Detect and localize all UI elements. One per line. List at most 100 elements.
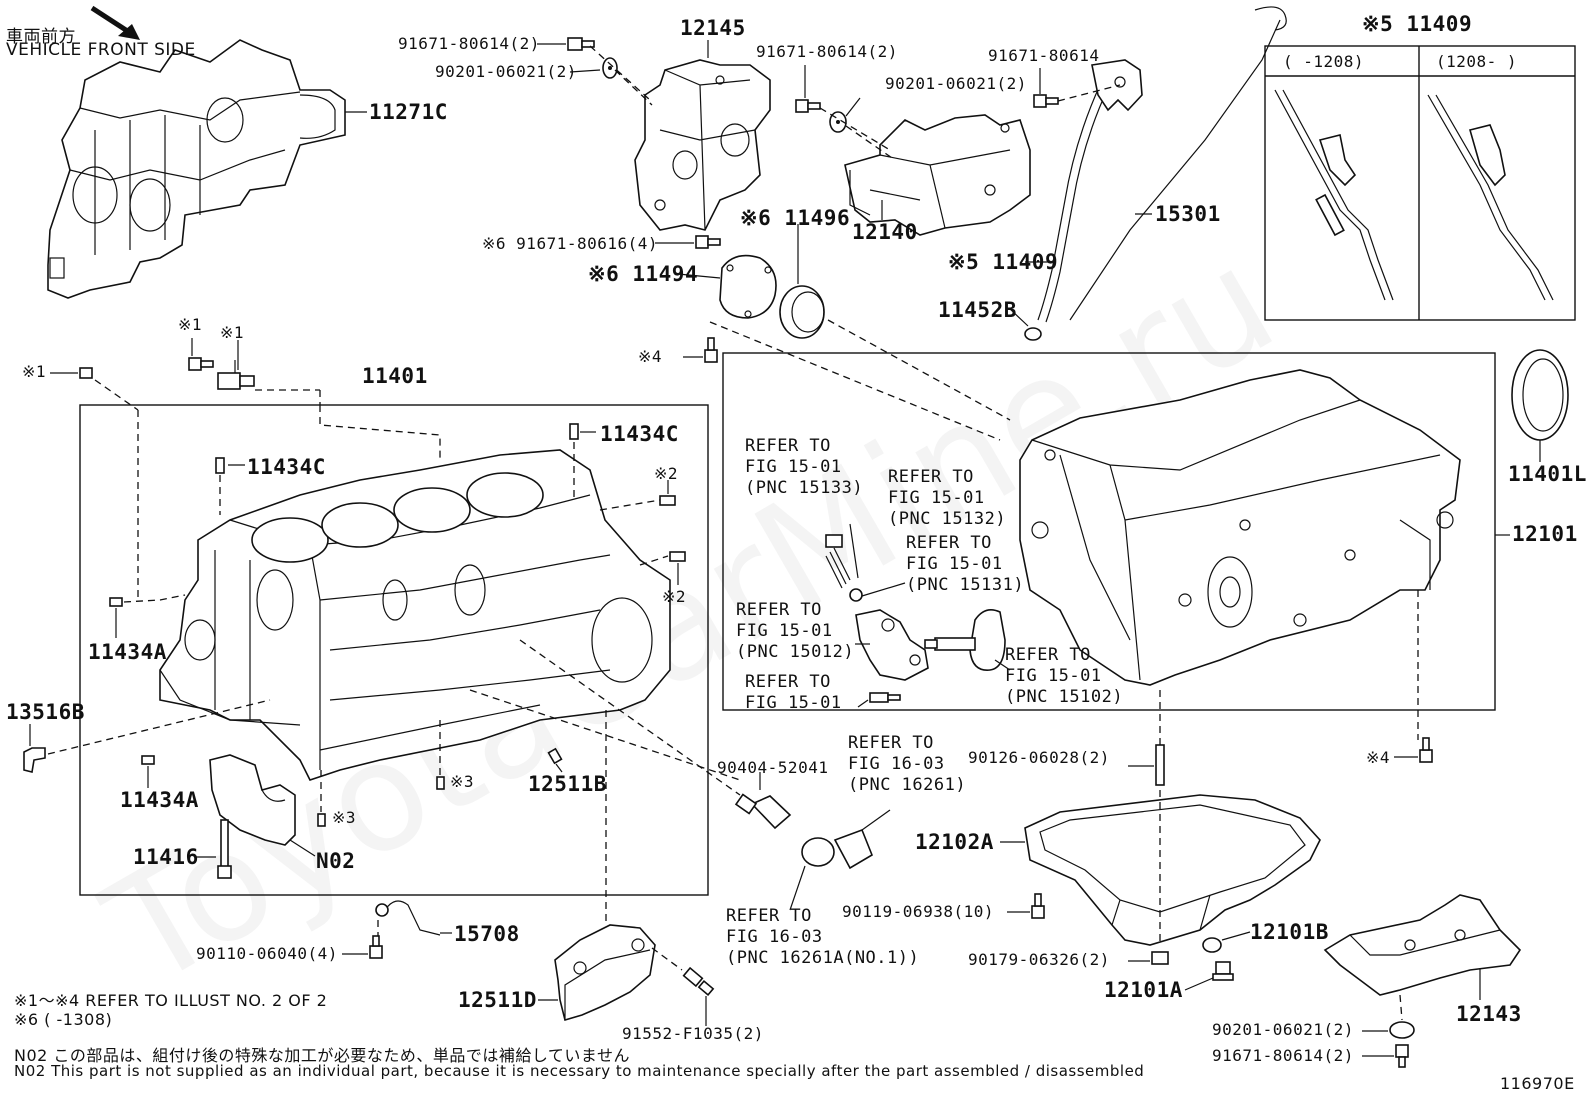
- footnote-note-6: ※6 ( -1308): [14, 1010, 113, 1029]
- relief-valve-parts: [825, 534, 929, 703]
- dowel-pin-icon: [547, 747, 563, 765]
- part-label-12101A[interactable]: 12101A: [1104, 978, 1183, 1002]
- bolt-icon: [795, 99, 821, 113]
- part-label-15301[interactable]: 15301: [1155, 202, 1221, 226]
- part-label-91671-80614-a[interactable]: 91671-80614(2): [398, 34, 540, 53]
- dowel-pin-icon: [317, 813, 326, 827]
- part-label-91671-80614-b[interactable]: 91671-80614(2): [756, 42, 898, 61]
- inset-col-1: ( -1208): [1283, 52, 1365, 71]
- note-mark-4-right: ※4: [1366, 748, 1391, 767]
- bolt-icon: [1419, 737, 1433, 763]
- cylinder-block-frame: [79, 404, 709, 896]
- part-label-91671-80616[interactable]: ※6 91671-80616(4): [482, 234, 659, 253]
- part-label-90126-06028[interactable]: 90126-06028(2): [968, 748, 1110, 767]
- part-label-90201-06021-b[interactable]: 90201-06021(2): [885, 74, 1027, 93]
- part-label-12143[interactable]: 12143: [1456, 1002, 1522, 1026]
- footnote-n02-en: N02 This part is not supplied as an indi…: [14, 1062, 1145, 1080]
- note-mark-2-a: ※2: [654, 464, 679, 483]
- part-label-12102A[interactable]: 12102A: [915, 830, 994, 854]
- part-label-11434C-right[interactable]: 11434C: [600, 422, 679, 446]
- pipe-15708: [375, 900, 441, 936]
- gasket-12101B: [1202, 937, 1222, 953]
- part-label-90201-06021-c[interactable]: 90201-06021(2): [1212, 1020, 1354, 1039]
- refer-label-pnc-15132[interactable]: REFER TO FIG 15-01 (PNC 15132): [888, 467, 1007, 529]
- part-label-11409[interactable]: ※5 11409: [948, 250, 1059, 274]
- refer-label-pnc-15012[interactable]: REFER TO FIG 15-01 (PNC 15012): [736, 600, 855, 662]
- part-label-12511D[interactable]: 12511D: [458, 988, 537, 1012]
- part-label-12145[interactable]: 12145: [680, 16, 746, 40]
- bolt-icon: [704, 337, 718, 363]
- plate-11494: [719, 254, 777, 319]
- part-label-91552-F1035[interactable]: 91552-F1035(2): [622, 1024, 764, 1043]
- part-label-11434A-upper[interactable]: 11434A: [88, 640, 167, 664]
- part-label-12140[interactable]: 12140: [852, 220, 918, 244]
- part-label-12101[interactable]: 12101: [1512, 522, 1578, 546]
- part-label-11401L[interactable]: 11401L: [1508, 462, 1587, 486]
- dipstick-gauge-15301: [1069, 6, 1287, 321]
- refer-label-fig-15-01[interactable]: REFER TO FIG 15-01: [745, 672, 842, 713]
- note-mark-3-b: ※3: [332, 808, 357, 827]
- part-label-11452B[interactable]: 11452B: [938, 298, 1017, 322]
- part-label-11496[interactable]: ※6 11496: [740, 206, 851, 230]
- engine-outline-11271C: [47, 39, 346, 299]
- refer-label-pnc-15133[interactable]: REFER TO FIG 15-01 (PNC 15133): [745, 436, 864, 498]
- dowel-pin-icon: [215, 457, 225, 474]
- part-label-11434A-lower[interactable]: 11434A: [120, 788, 199, 812]
- part-label-90110-06040[interactable]: 90110-06040(4): [196, 944, 338, 963]
- part-label-90201-06021-a[interactable]: 90201-06021(2): [435, 62, 577, 81]
- bolt-icon: [567, 37, 595, 51]
- part-label-90179-06326[interactable]: 90179-06326(2): [968, 950, 1110, 969]
- knock-sensor-icon: [217, 360, 255, 390]
- oil-pan-assy-frame: [722, 352, 1496, 711]
- front-arrow-icon: [90, 5, 140, 40]
- part-label-13516B[interactable]: 13516B: [6, 700, 85, 724]
- drain-plug-icon: [1151, 951, 1169, 965]
- cover-12145: [634, 59, 771, 231]
- front-label-jp: 車両前方: [6, 27, 76, 47]
- inset-title[interactable]: ※5 11409: [1362, 12, 1473, 36]
- oil-seal-11496: [779, 285, 825, 339]
- dowel-pin-icon: [659, 495, 676, 506]
- part-label-11401[interactable]: 11401: [362, 364, 428, 388]
- part-label-12101B[interactable]: 12101B: [1250, 920, 1329, 944]
- part-label-11494[interactable]: ※6 11494: [588, 262, 699, 286]
- note-mark-1-a: ※1: [22, 362, 47, 381]
- part-label-11416[interactable]: 11416: [133, 845, 199, 869]
- dowel-pin-icon: [109, 597, 123, 607]
- stud-bolt-icon: [1155, 744, 1165, 786]
- bearing-cap-N02: [209, 754, 296, 846]
- front-label-en: VEHICLE FRONT SIDE: [6, 40, 196, 60]
- bolt-icon: [79, 367, 93, 379]
- part-label-11271C[interactable]: 11271C: [369, 100, 448, 124]
- bolt-icon: [682, 966, 715, 997]
- oil-pan-12102A: [1024, 794, 1321, 946]
- footnote-refer-illust: ※1～※4 REFER TO ILLUST NO. 2 OF 2: [14, 991, 328, 1010]
- footnote-n02-jp: N02 この部品は、組付け後の特殊な加工が必要なため、単品では補給していません: [14, 1046, 630, 1065]
- part-label-11434C-left[interactable]: 11434C: [247, 455, 326, 479]
- part-label-90119-06938[interactable]: 90119-06938(10): [842, 902, 994, 921]
- bolt-icon: [1033, 94, 1059, 108]
- oil-filter-parts: [924, 609, 1006, 671]
- refer-label-pnc-15131[interactable]: REFER TO FIG 15-01 (PNC 15131): [906, 533, 1025, 595]
- part-label-90404-52041[interactable]: 90404-52041: [717, 758, 829, 777]
- note-mark-3-a: ※3: [450, 772, 475, 791]
- drain-plug-12101A: [1212, 961, 1234, 981]
- part-label-15708[interactable]: 15708: [454, 922, 520, 946]
- oil-pan-upper-12101: [1019, 369, 1461, 686]
- note-mark-1-c: ※1: [220, 323, 245, 342]
- inset-col-2: (1208- ): [1436, 52, 1518, 71]
- bracket-12511D: [554, 924, 656, 1022]
- note-mark-2-b: ※2: [662, 587, 687, 606]
- dowel-pin-icon: [141, 755, 155, 765]
- part-label-91671-80614[interactable]: 91671-80614: [988, 46, 1100, 65]
- refer-label-pnc-16261[interactable]: REFER TO FIG 16-03 (PNC 16261): [848, 733, 967, 795]
- part-label-12511B[interactable]: 12511B: [528, 772, 607, 796]
- part-label-N02[interactable]: N02: [316, 849, 356, 873]
- part-label-91671-80614-c[interactable]: 91671-80614(2): [1212, 1046, 1354, 1065]
- refer-label-pnc-15102[interactable]: REFER TO FIG 15-01 (PNC 15102): [1005, 645, 1124, 707]
- note-mark-1-b: ※1: [178, 315, 203, 334]
- baffle-plate-12143: [1323, 894, 1522, 996]
- refer-label-pnc-16261A[interactable]: REFER TO FIG 16-03 (PNC 16261A(NO.1)): [726, 906, 920, 968]
- bolt-icon: [188, 357, 214, 371]
